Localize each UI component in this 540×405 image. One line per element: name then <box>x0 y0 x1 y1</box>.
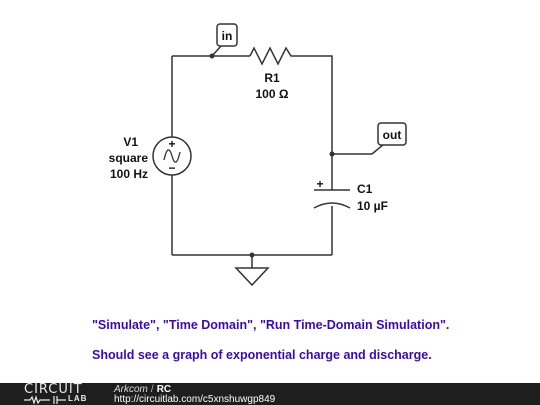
circuitlab-logo-wave-icon <box>24 395 66 405</box>
v1-minus-sign: − <box>168 161 175 175</box>
voltage-source-v1[interactable]: + − <box>152 136 192 176</box>
node-tag-in[interactable]: in <box>211 23 238 57</box>
circuitlab-logo-lab: LAB <box>68 394 88 403</box>
author-name[interactable]: Arkcom <box>114 384 148 395</box>
author-line: Arkcom/RC <box>114 384 171 395</box>
node-label-in: in <box>222 29 233 43</box>
instruction-line-2: Should see a graph of exponential charge… <box>92 348 432 362</box>
r1-name: R1 <box>264 71 280 85</box>
circuitlab-logo-text[interactable]: CIRCUIT <box>24 382 83 397</box>
node-label-out: out <box>383 128 402 142</box>
ground-symbol[interactable] <box>234 267 270 287</box>
resistor-r1-symbol[interactable] <box>249 46 295 66</box>
circuit-title[interactable]: RC <box>156 384 172 395</box>
v1-frequency: 100 Hz <box>110 167 148 181</box>
footer-bar: CIRCUIT LAB Arkcom/RC http://circuitlab.… <box>0 383 540 405</box>
r1-value: 100 Ω <box>256 87 289 101</box>
v1-name: V1 <box>123 135 138 149</box>
author-title-separator: / <box>150 384 154 395</box>
node-tag-out[interactable]: out <box>332 122 407 155</box>
c1-plus-sign: + <box>316 177 323 191</box>
junction-ground <box>249 252 255 258</box>
instruction-line-1: "Simulate", "Time Domain", "Run Time-Dom… <box>92 318 450 332</box>
v1-plus-sign: + <box>168 137 175 151</box>
c1-name: C1 <box>357 182 373 196</box>
capacitor-c1[interactable]: + <box>313 177 351 209</box>
circuit-url[interactable]: http://circuitlab.com/c5xnshuwgp849 <box>114 394 276 405</box>
wire-top <box>172 55 333 154</box>
schematic: + − + in out R1 100 Ω V1 square 100 Hz C… <box>109 23 407 287</box>
c1-value: 10 µF <box>357 199 388 213</box>
v1-type: square <box>109 151 149 165</box>
